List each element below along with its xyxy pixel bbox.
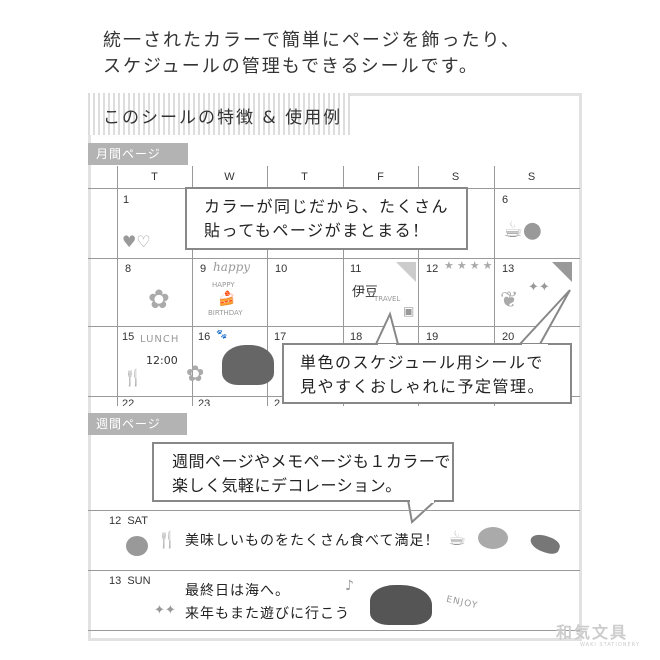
date-cell: 20 [502, 331, 515, 343]
callout-bubble-3: 週間ページやメモページも１カラーで 楽しく気軽にデコレーション。 [152, 442, 454, 502]
callout-1-line-1: カラーが同じだから、たくさん [204, 197, 450, 216]
cat-icon [222, 345, 274, 385]
lunch-time: 12:00 [146, 354, 178, 367]
day-header: F [377, 171, 384, 183]
unicorn-icon [370, 585, 432, 625]
week-row-divider [88, 510, 580, 511]
izu-label: 伊豆 [352, 285, 379, 300]
week-day-label: 12 SAT [109, 515, 148, 527]
happy-sticker: happy [213, 260, 251, 274]
weekly-tab: 週間ページ [88, 413, 187, 435]
week-entry-text: 来年もまた遊びに行こう [185, 606, 350, 622]
monthly-tab: 月間ページ [88, 143, 188, 165]
sparkle-icon: ✦✦ [528, 280, 550, 295]
date-cell: 11 [350, 263, 362, 275]
date-cell: 8 [125, 263, 132, 275]
date-cell: 1 [123, 194, 130, 206]
section-title: このシールの特徴 & 使用例 [103, 108, 343, 128]
birthday-sticker-top: HAPPY [212, 281, 235, 289]
brand-logo-sub: WAKI STATIONERY [580, 642, 640, 648]
day-header: T [301, 171, 308, 183]
butterfly-icon: ❦ [500, 288, 519, 313]
sparkle-icon: ✦✦ [154, 603, 176, 618]
date-cell: 10 [275, 263, 288, 275]
corner-sticker [552, 262, 572, 282]
week-entry-text: 最終日は海へ。 [185, 583, 290, 599]
cake-icon: 🍰 [218, 291, 236, 307]
day-header: S [527, 171, 536, 183]
week-row-divider [88, 570, 580, 571]
day-header: S [451, 171, 460, 183]
intro-line-2: スケジュールの管理もできるシールです。 [103, 56, 479, 77]
flower-icon: ✿ [148, 285, 170, 315]
callout-bubble-2: 単色のスケジュール用シールで 見やすくおしゃれに予定管理。 [282, 343, 572, 404]
teacup-icon: ☕ [448, 526, 466, 550]
suitcase-icon: ▣ [403, 304, 415, 318]
callout-3-line-1: 週間ページやメモページも１カラーで [172, 452, 451, 471]
callout-bubble-2-tails [374, 289, 571, 345]
date-cell: 6 [502, 194, 509, 206]
week-day-label: 13 SUN [109, 575, 151, 587]
cutlery-icon: 🍴 [123, 368, 143, 387]
date-cell: 15 [122, 331, 135, 343]
date-cell: 13 [502, 263, 515, 275]
date-cell: 19 [426, 331, 439, 343]
birthday-sticker-bottom: BIRTHDAY [208, 309, 243, 317]
intro-line-1: 統一されたカラーで簡単にページを飾ったり、 [103, 30, 521, 51]
callout-3-line-2: 楽しく気軽にデコレーション。 [172, 476, 402, 495]
week-row-divider [88, 630, 580, 631]
paw-icon: 🐾 [216, 330, 228, 340]
date-cell: 17 [274, 331, 287, 343]
day-header: W [224, 171, 235, 183]
date-cell: 2 [274, 398, 281, 406]
callout-1-line-2: 貼ってもページがまとまる！ [204, 221, 430, 240]
date-cell: 18 [350, 331, 363, 343]
flower-icon: ✿ [186, 362, 205, 387]
music-note-icon: ♪ [345, 578, 354, 594]
teapot-icon [478, 527, 508, 549]
stars-garland-icon: ★★★★ [444, 259, 496, 272]
day-header: T [151, 171, 158, 183]
travel-sticker: TRAVEL [374, 295, 401, 303]
hearts-icon: ♥♡ [122, 232, 151, 251]
callout-2-line-1: 単色のスケジュール用シールで [300, 353, 544, 372]
date-cell: 23 [198, 398, 211, 406]
brand-logo: 和気文具 [556, 623, 629, 642]
week-entry-text: 美味しいものをたくさん食べて満足！ [185, 533, 440, 549]
date-cell: 16 [198, 331, 211, 343]
tea-macaron-icon: ☕● [503, 218, 542, 243]
date-cell: 12 [426, 263, 439, 275]
date-cell: 22 [122, 398, 135, 406]
date-cell: 9 [200, 263, 207, 275]
corner-sticker [396, 262, 416, 282]
lunch-sticker: LUNCH [140, 334, 180, 345]
callout-2-line-2: 見やすくおしゃれに予定管理。 [300, 377, 546, 396]
title-stripe [88, 93, 350, 135]
callout-bubble-1: カラーが同じだから、たくさん 貼ってもページがまとまる！ [185, 187, 468, 250]
smiley-icon [126, 536, 148, 556]
cutlery-icon: 🍴 [157, 530, 177, 549]
